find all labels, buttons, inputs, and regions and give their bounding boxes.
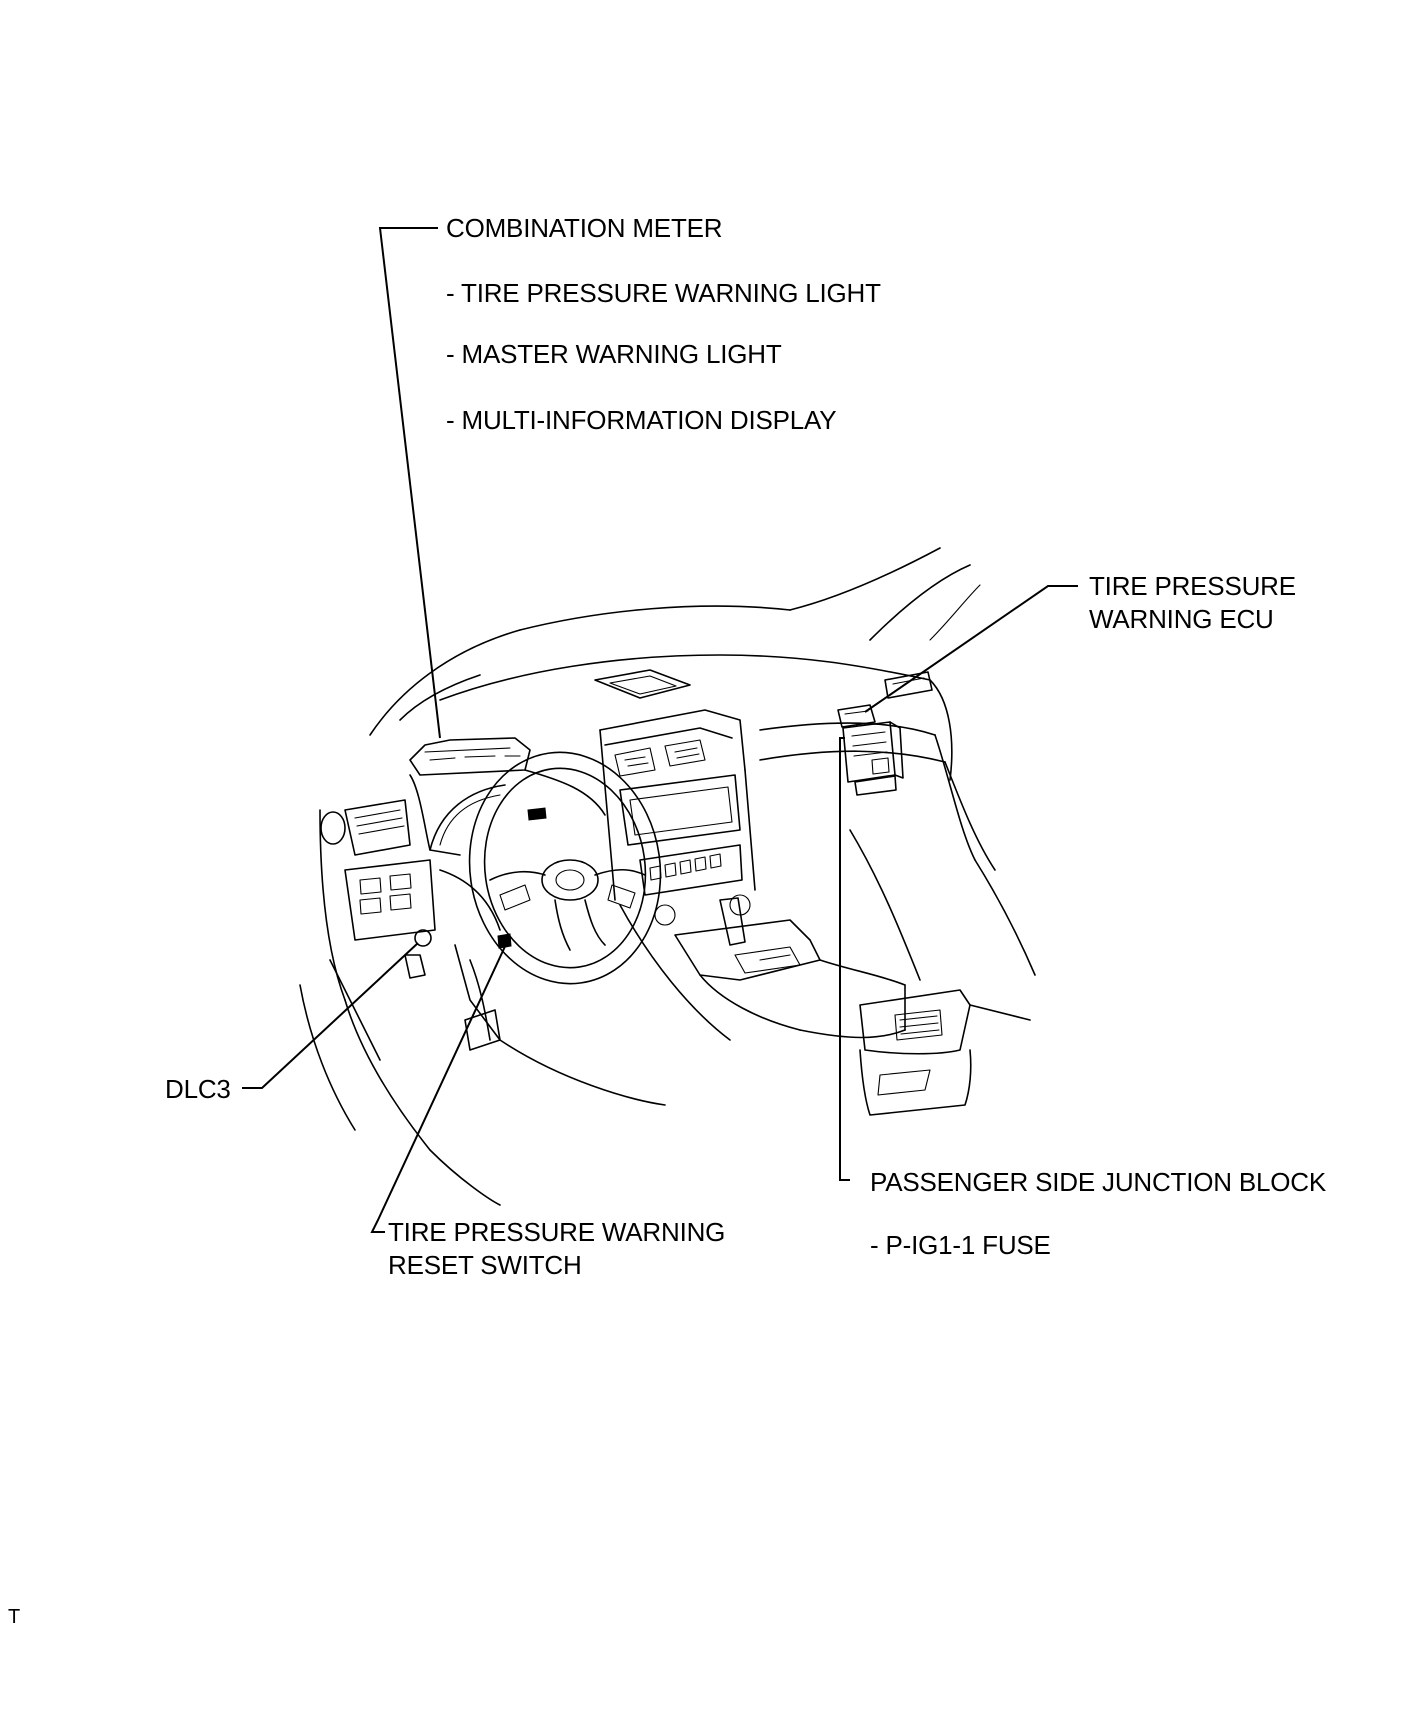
- reset-switch-label-line2: RESET SWITCH: [388, 1250, 582, 1280]
- windshield-outline: [369, 547, 981, 736]
- leader-lines: [242, 227, 1078, 1233]
- center-stack: [599, 709, 756, 926]
- combination-meter-label: COMBINATION METER: [446, 213, 723, 243]
- combination-meter-cluster: [409, 737, 606, 856]
- dashboard-top: [439, 654, 953, 781]
- steering-wheel: [468, 751, 662, 985]
- passenger-side: [299, 734, 1036, 1131]
- master-warning-light-label: - MASTER WARNING LIGHT: [446, 339, 782, 369]
- corner-mark: T: [8, 1606, 21, 1628]
- dlc3-label: DLC3: [165, 1074, 231, 1104]
- left-dashboard-side: [319, 799, 666, 1206]
- tire-pressure-warning-light-label: - TIRE PRESSURE WARNING LIGHT: [446, 278, 881, 308]
- reset-switch-label-line1: TIRE PRESSURE WARNING: [388, 1217, 726, 1247]
- multi-information-display-label: - MULTI-INFORMATION DISPLAY: [446, 405, 837, 435]
- fuse-label: - P-IG1-1 FUSE: [870, 1230, 1051, 1260]
- junction-block-and-ecu: [837, 671, 933, 796]
- ecu-label-line1: TIRE PRESSURE: [1089, 571, 1296, 601]
- ecu-label-line2: WARNING ECU: [1089, 604, 1274, 634]
- center-console: [674, 897, 972, 1116]
- junction-block-label: PASSENGER SIDE JUNCTION BLOCK: [870, 1167, 1327, 1197]
